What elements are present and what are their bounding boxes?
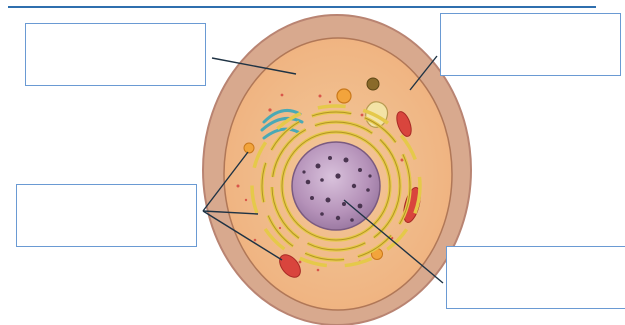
vesicle	[337, 89, 351, 103]
vesicle-small	[244, 143, 254, 153]
label-box-top-right[interactable]	[440, 13, 621, 76]
vesicle-dark	[367, 78, 379, 90]
nucleus	[292, 142, 380, 230]
label-box-bottom-right[interactable]	[446, 246, 625, 309]
label-box-top-left[interactable]	[25, 23, 206, 86]
label-box-middle-left[interactable]	[16, 184, 197, 247]
